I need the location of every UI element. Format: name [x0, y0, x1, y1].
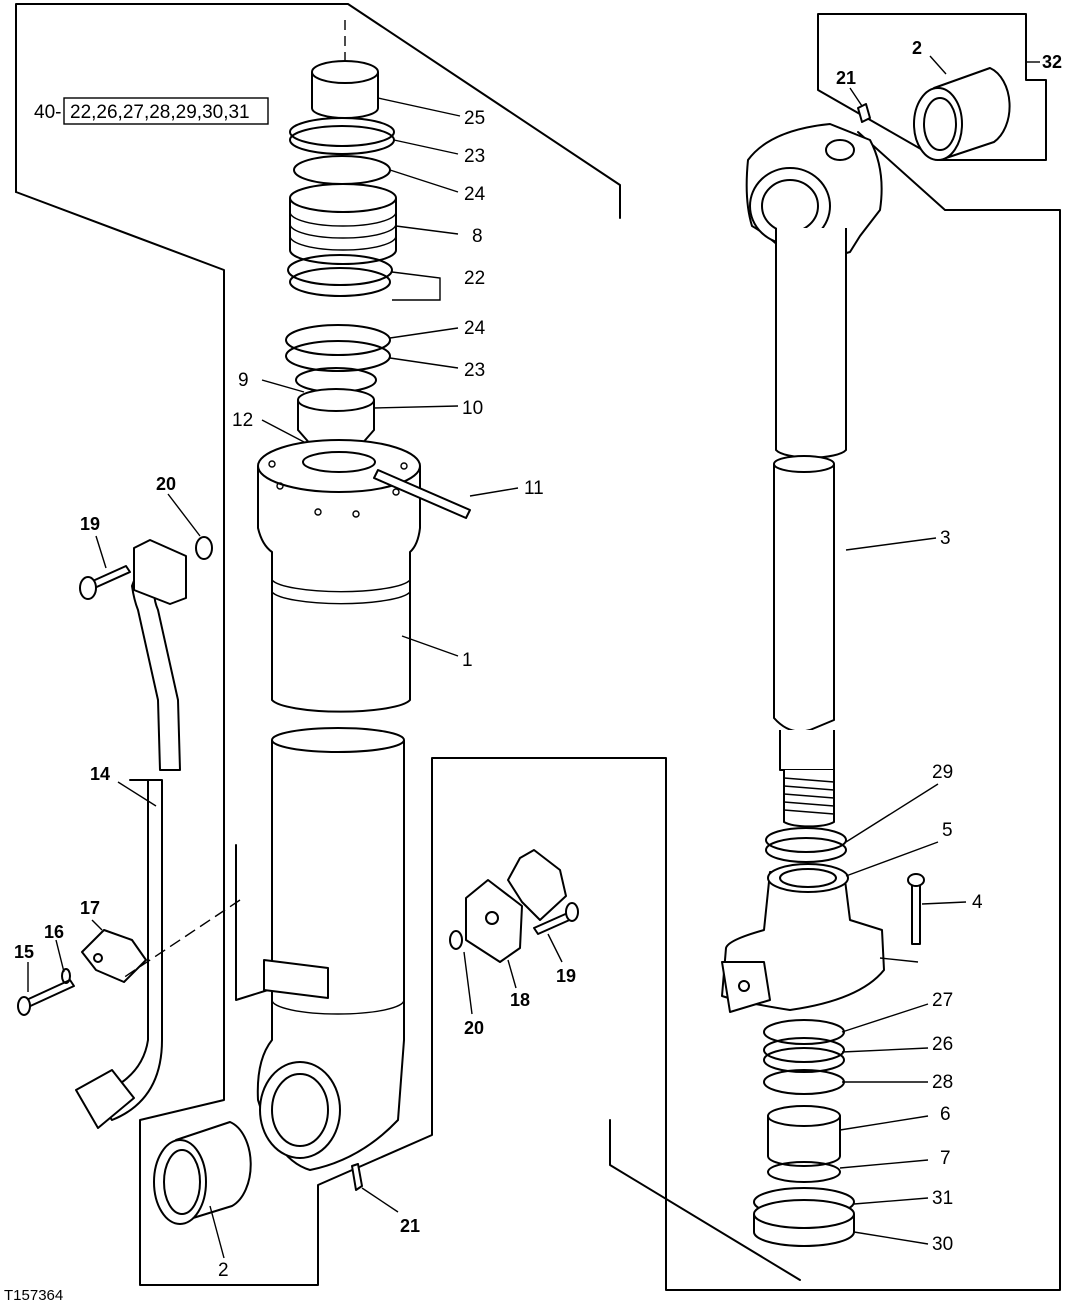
callout-15: 15 [14, 942, 34, 962]
callout-5: 5 [942, 820, 953, 841]
callout-31: 31 [932, 1188, 953, 1209]
callout-1: 1 [462, 650, 473, 671]
callout-12: 12 [232, 410, 253, 431]
kit-contents: 22,26,27,28,29,30,31 [70, 102, 250, 123]
cylinder-tube [256, 439, 471, 1171]
leader-lines [27, 55, 1040, 1259]
callout-11: 11 [524, 478, 544, 499]
kit-40-callout: 40- 22,26,27,28,29,30,31 [34, 97, 269, 125]
callout-21-lower: 21 [400, 1216, 420, 1236]
callout-18: 18 [510, 990, 530, 1010]
callout-20-lower: 20 [464, 1018, 484, 1038]
callout-27: 27 [932, 990, 953, 1011]
callout-25: 25 [464, 108, 485, 129]
bushing-lower [153, 1121, 252, 1225]
figure-id: T157364 [4, 1287, 63, 1304]
callout-24-upper: 24 [464, 184, 486, 205]
callout-2-upper: 2 [912, 38, 922, 58]
piston-assembly [285, 20, 397, 467]
tube-line [17, 536, 241, 1129]
callout-28: 28 [932, 1072, 953, 1093]
callout-16: 16 [44, 922, 64, 942]
group-boundaries [15, 3, 1061, 1291]
callout-6: 6 [940, 1104, 951, 1125]
grease-fitting-lower [351, 1163, 363, 1191]
kit-number: 40- [34, 102, 61, 123]
callout-26: 26 [932, 1034, 953, 1055]
callout-9: 9 [238, 370, 249, 391]
callout-29: 29 [932, 762, 953, 783]
callout-4: 4 [972, 892, 983, 913]
callout-23-upper: 23 [464, 146, 485, 167]
bushing-upper [913, 67, 1011, 161]
callout-23-lower: 23 [464, 360, 485, 381]
callout-19-lower: 19 [556, 966, 576, 986]
callout-3: 3 [940, 528, 951, 549]
callout-17: 17 [80, 898, 100, 918]
callout-8: 8 [472, 226, 483, 247]
callout-24-lower: 24 [464, 318, 486, 339]
rod-assembly [721, 103, 925, 1247]
callout-20-upper: 20 [156, 474, 176, 494]
callout-2-lower: 2 [218, 1260, 229, 1281]
callout-21-upper: 21 [836, 68, 856, 88]
callout-7: 7 [940, 1148, 951, 1169]
callout-10: 10 [462, 398, 483, 419]
callouts: 25 23 24 8 22 24 23 9 10 12 11 1 3 29 5 … [14, 38, 1062, 1281]
callout-19-upper: 19 [80, 514, 100, 534]
callout-14: 14 [90, 764, 110, 784]
callout-22: 22 [464, 268, 485, 289]
callout-32: 32 [1042, 52, 1062, 72]
callout-30: 30 [932, 1234, 953, 1255]
flange-middle [449, 849, 579, 963]
